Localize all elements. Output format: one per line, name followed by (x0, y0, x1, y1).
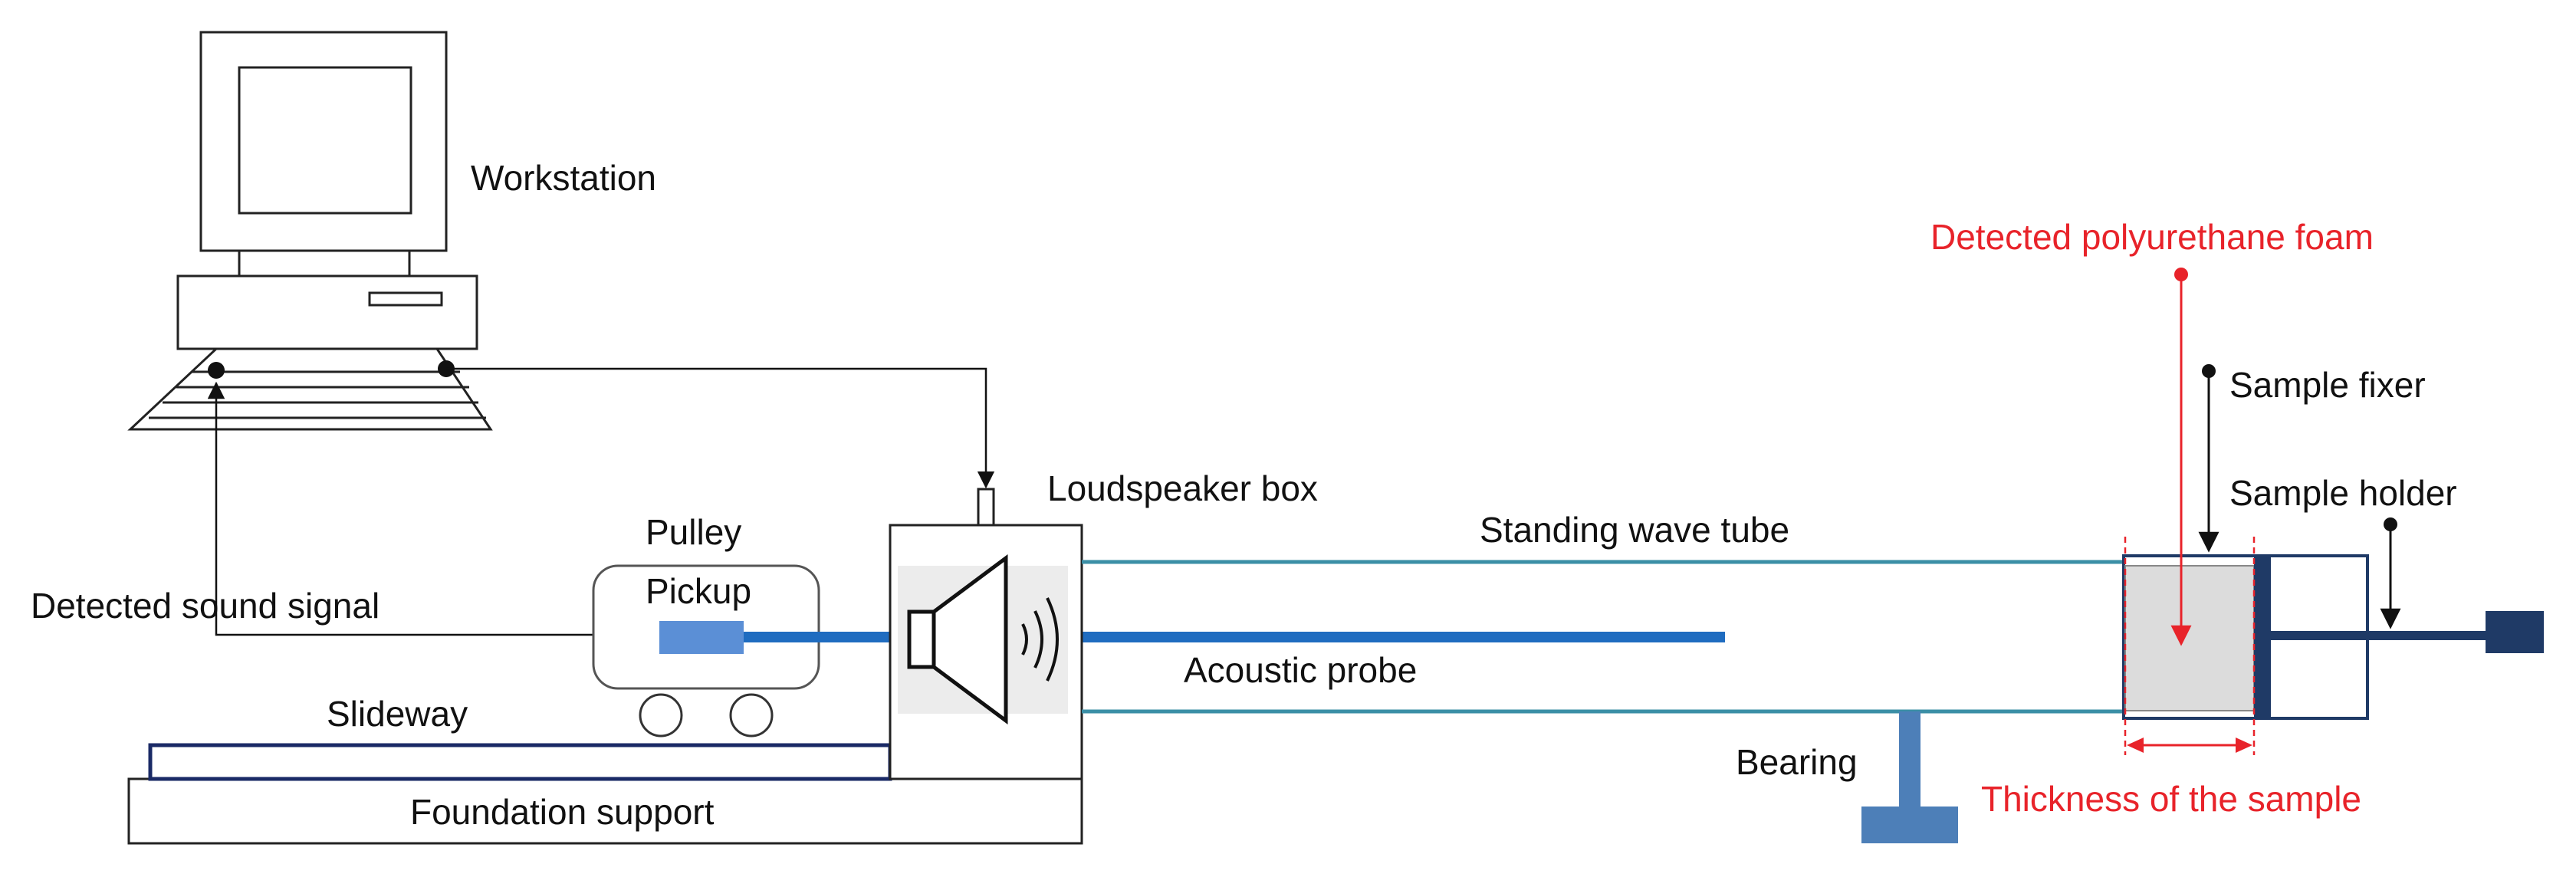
pulley-label: Pulley (646, 512, 741, 552)
speaker-icon (898, 554, 1068, 724)
workstation (127, 31, 493, 431)
pulley-wheel-right (729, 693, 774, 738)
signal-cables (207, 360, 995, 636)
detected-signal-line (207, 381, 661, 636)
input-port-dot (208, 362, 225, 379)
holder-end-cap (2486, 611, 2544, 653)
standing-wave-tube-label: Standing wave tube (1480, 510, 1789, 550)
detected-polyurethane-foam-label: Detected polyurethane foam (1930, 217, 2374, 257)
foundation-support-label: Foundation support (410, 792, 715, 832)
bearing (1861, 711, 1958, 843)
thickness-of-the-sample-label: Thickness of the sample (1981, 779, 2361, 819)
detected-sound-signal-label: Detected sound signal (31, 586, 380, 626)
sample-fixer-plate (2254, 557, 2271, 717)
pickup (659, 621, 744, 654)
bearing-label: Bearing (1736, 742, 1858, 782)
output-signal-line (446, 367, 995, 489)
loudspeaker-box-label: Loudspeaker box (1047, 468, 1318, 508)
slideway-label: Slideway (327, 694, 468, 734)
holder-rod (2271, 631, 2486, 640)
monitor-icon (199, 31, 448, 278)
keyboard-icon (127, 347, 493, 431)
pulley-wheel-left (639, 693, 683, 738)
acoustic-probe-label: Acoustic probe (1184, 650, 1417, 690)
polyurethane-foam-sample (2124, 565, 2255, 711)
slideway (148, 743, 892, 781)
thickness-dimension (2124, 537, 2256, 755)
pickup-label: Pickup (646, 571, 751, 611)
workstation-label: Workstation (471, 158, 656, 198)
computer-case-icon (176, 274, 478, 350)
sample-fixer-label: Sample fixer (2229, 365, 2426, 405)
loudspeaker-connector (977, 488, 995, 527)
sample-holder-label: Sample holder (2229, 473, 2457, 513)
sample-holder (2122, 554, 2544, 720)
